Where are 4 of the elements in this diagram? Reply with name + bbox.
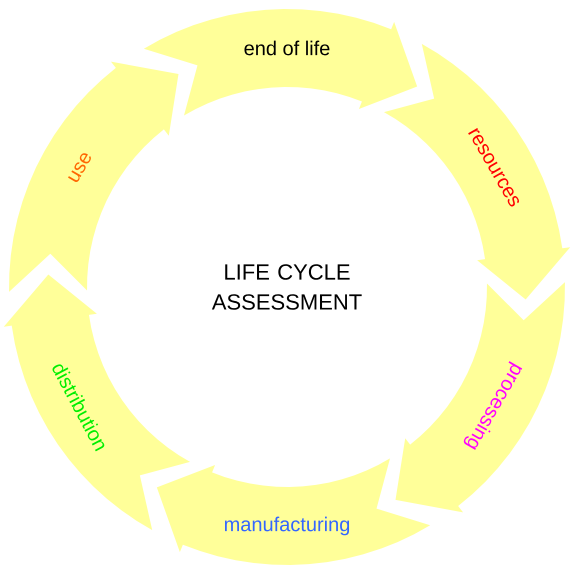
- arrow-segment: end of life: [144, 9, 418, 116]
- arrow-segment: use: [9, 62, 178, 292]
- center-label: LIFE CYCLE ASSESSMENT: [212, 264, 362, 310]
- arrow-segment: manufacturing: [156, 458, 430, 565]
